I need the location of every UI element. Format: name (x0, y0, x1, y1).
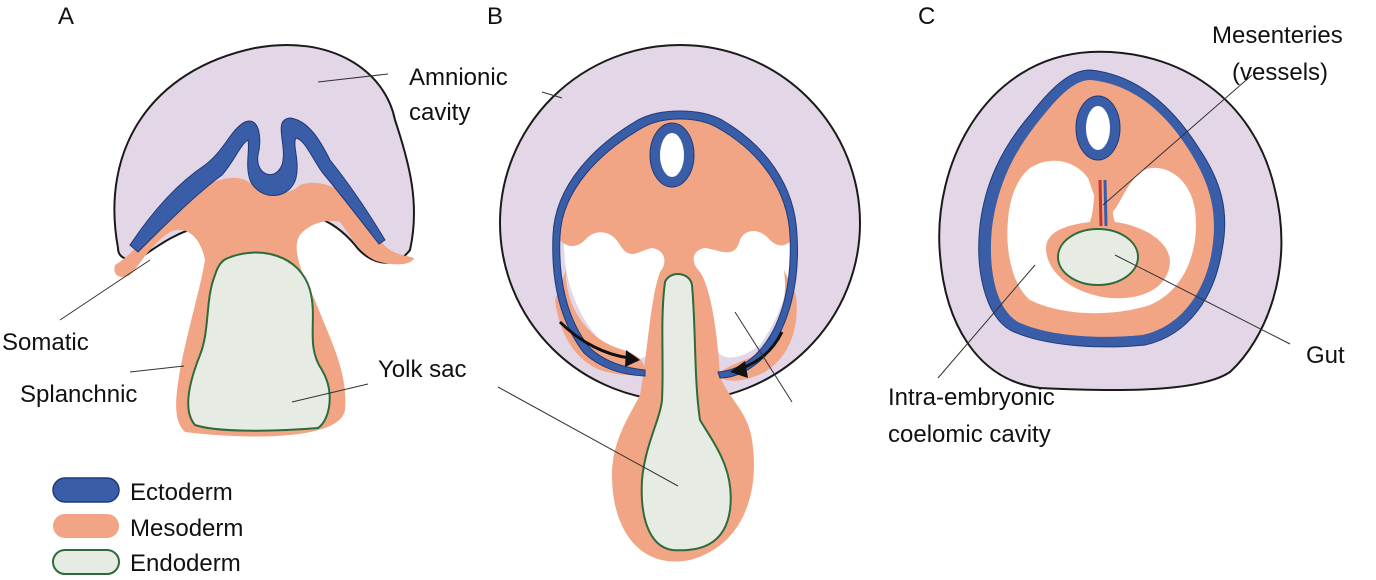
leader-amnionic-a (317, 73, 389, 83)
panel-b-coelom (564, 230, 792, 360)
legend-label-endoderm: Endoderm (130, 550, 241, 577)
legend-label-mesoderm: Mesoderm (130, 515, 243, 542)
panel-b-arrow-left (558, 320, 631, 360)
leader-gut (1114, 254, 1291, 345)
label-mesenteries-line2: (vessels) (1232, 59, 1328, 86)
leader-somatic (59, 259, 151, 321)
panel-b: B Yolk sac (378, 3, 861, 562)
legend: Ectoderm Mesoderm Endoderm (52, 477, 243, 577)
label-gut: Gut (1306, 342, 1345, 369)
panel-a-yolk-sac (187, 251, 331, 432)
leader-yolk-a (291, 383, 369, 403)
panel-a: A Amnionic cavity Somatic Splanchnic Ect… (2, 3, 508, 577)
panel-c-label: C (918, 3, 935, 30)
panel-b-arrow-right (741, 331, 784, 370)
leader-yolk-b (497, 386, 679, 487)
label-somatic: Somatic (2, 329, 89, 356)
label-yolk-sac: Yolk sac (378, 356, 467, 383)
label-intra-line1: Intra-embryonic (888, 384, 1055, 411)
leader-mesenteries (1102, 74, 1253, 206)
panel-c: C Mesenteries (vessels) Gut Intra-embryo… (888, 3, 1345, 448)
label-amnionic-line1: Amnionic (409, 64, 508, 91)
label-splanchnic: Splanchnic (20, 381, 137, 408)
leader-coelom-b (734, 311, 793, 403)
label-intra-line2: coelomic cavity (888, 421, 1051, 448)
leader-amnionic-b (541, 91, 563, 99)
panel-c-vessel-red (1098, 179, 1103, 227)
legend-swatch-mesoderm (53, 514, 119, 538)
panel-c-gut (1057, 228, 1139, 286)
panel-a-label: A (58, 3, 74, 30)
panel-a-ectoderm (129, 117, 386, 253)
legend-swatch-endoderm (52, 549, 120, 575)
leader-splanchnic (129, 365, 185, 373)
panel-b-neural-lumen (660, 133, 684, 177)
label-mesenteries-line1: Mesenteries (1212, 22, 1343, 49)
panel-b-arrowhead-left (625, 350, 640, 367)
legend-label-ectoderm: Ectoderm (130, 479, 233, 506)
leader-intra (937, 264, 1036, 379)
legend-swatch-ectoderm (52, 477, 120, 503)
panel-b-arrowhead-right (730, 361, 748, 378)
panel-c-neural-lumen (1086, 106, 1110, 150)
label-amnionic-line2: cavity (409, 99, 470, 126)
panel-b-somatic-left (555, 270, 645, 375)
panel-b-somatic-right (718, 270, 797, 381)
panel-b-ectoderm (552, 110, 798, 379)
panel-b-label: B (487, 3, 503, 30)
panel-b-yolk-sac (640, 273, 732, 552)
